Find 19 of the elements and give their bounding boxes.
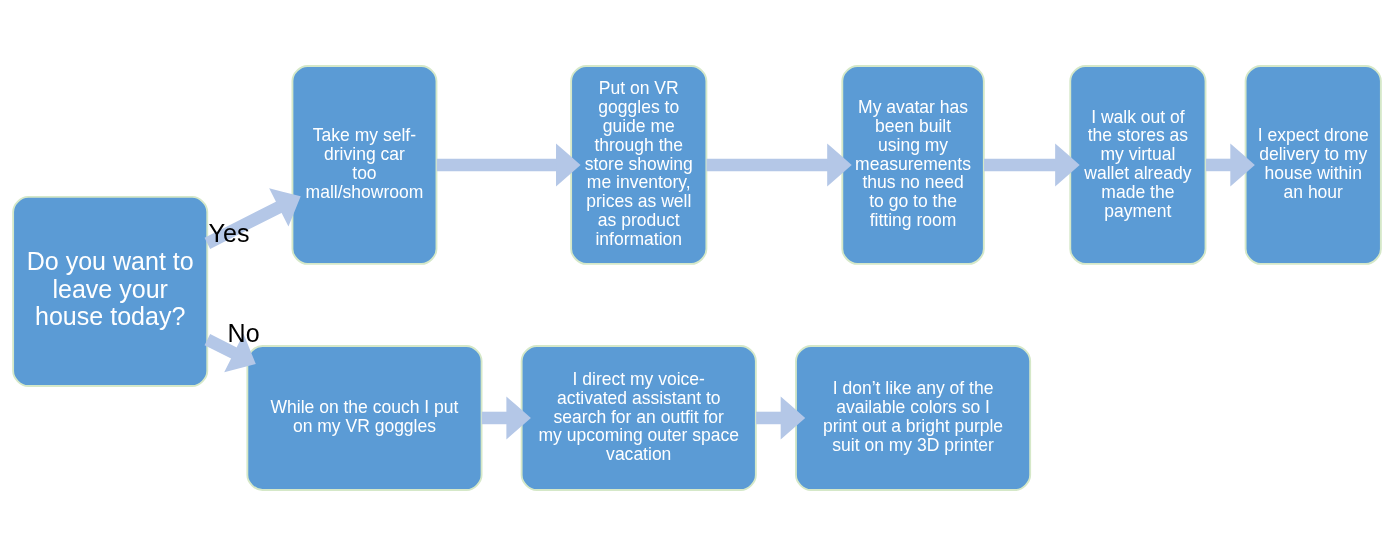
arrow	[984, 142, 1080, 186]
node-box: I don’t like any of the available colors so I print out a bright purple suit on my 3D printer	[795, 344, 1032, 491]
node-box: Do you want to leave your house today?	[12, 195, 209, 387]
arrow	[1205, 142, 1255, 186]
node-box: I expect drone delivery to my house within an hour	[1244, 64, 1382, 265]
arrow	[436, 142, 581, 186]
node-box: I direct my voice-activated assistant to search for an outfit for my upcoming outer space vacation	[520, 344, 757, 491]
node-box: My avatar has been built using my measurements thus no need to go to the fitting room	[841, 64, 985, 265]
node-box: Take my self-driving car too mall/showroom	[291, 64, 438, 265]
node-box: Put on VR goggles to guide me through the store showing me inventory, prices as well as product information	[570, 64, 708, 265]
arrow	[204, 187, 301, 249]
node-box: I walk out of the stores as my virtual wallet already made the payment	[1069, 64, 1207, 265]
arrow	[706, 142, 852, 186]
edge-label: No	[227, 318, 260, 347]
arrow	[481, 395, 531, 439]
edge-label: Yes	[208, 218, 250, 247]
arrow	[756, 395, 806, 439]
arrow	[204, 333, 256, 372]
node-box: While on the couch I put on my VR goggles	[246, 344, 483, 491]
